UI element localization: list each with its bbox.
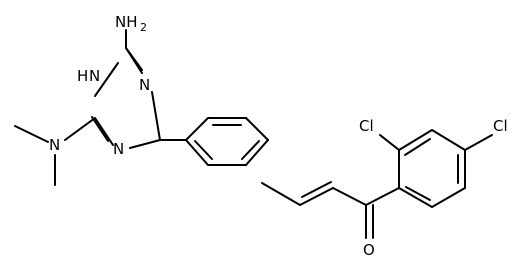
bond [301, 181, 332, 198]
bond [365, 187, 400, 206]
phenyl-ring [185, 117, 269, 166]
bond [129, 139, 161, 149]
bond [405, 186, 431, 201]
dichlorophenyl-ring [379, 129, 493, 208]
bond [398, 187, 433, 208]
bond [431, 129, 466, 151]
bond [64, 117, 96, 141]
bond [404, 138, 431, 156]
ring-nh-n: N [89, 67, 100, 85]
bond [261, 182, 301, 206]
dimethylamino-group [14, 117, 96, 186]
ring-nh-h: H [77, 67, 88, 85]
bond [185, 139, 209, 166]
bond [245, 139, 269, 166]
bond [245, 117, 269, 141]
enone-linker [261, 181, 400, 239]
bond [241, 140, 260, 160]
ring-nitrogen-top: N [139, 76, 150, 94]
bond [91, 116, 109, 142]
amine-subscript: 2 [140, 21, 147, 34]
bond [464, 134, 493, 151]
chlorine-ortho: Cl [359, 117, 374, 135]
triazine-ring [91, 29, 161, 149]
bond [14, 125, 49, 143]
bond [299, 187, 334, 206]
bond [332, 187, 367, 206]
bond [125, 47, 143, 71]
bond [151, 91, 161, 141]
bond [194, 140, 213, 160]
ring-nitrogen-bottom: N [113, 140, 124, 158]
dimethyl-nitrogen: N [49, 136, 60, 154]
bond [185, 117, 209, 141]
bond [379, 134, 400, 151]
chlorine-para: Cl [493, 117, 508, 135]
bond [431, 187, 466, 208]
bond [398, 129, 433, 151]
bond [94, 62, 119, 97]
amine-label: NH [115, 13, 138, 31]
atom-labels: NH 2 N H N N N Cl Cl O [49, 13, 508, 259]
bond [94, 117, 114, 146]
carbonyl-oxygen: O [363, 241, 375, 259]
